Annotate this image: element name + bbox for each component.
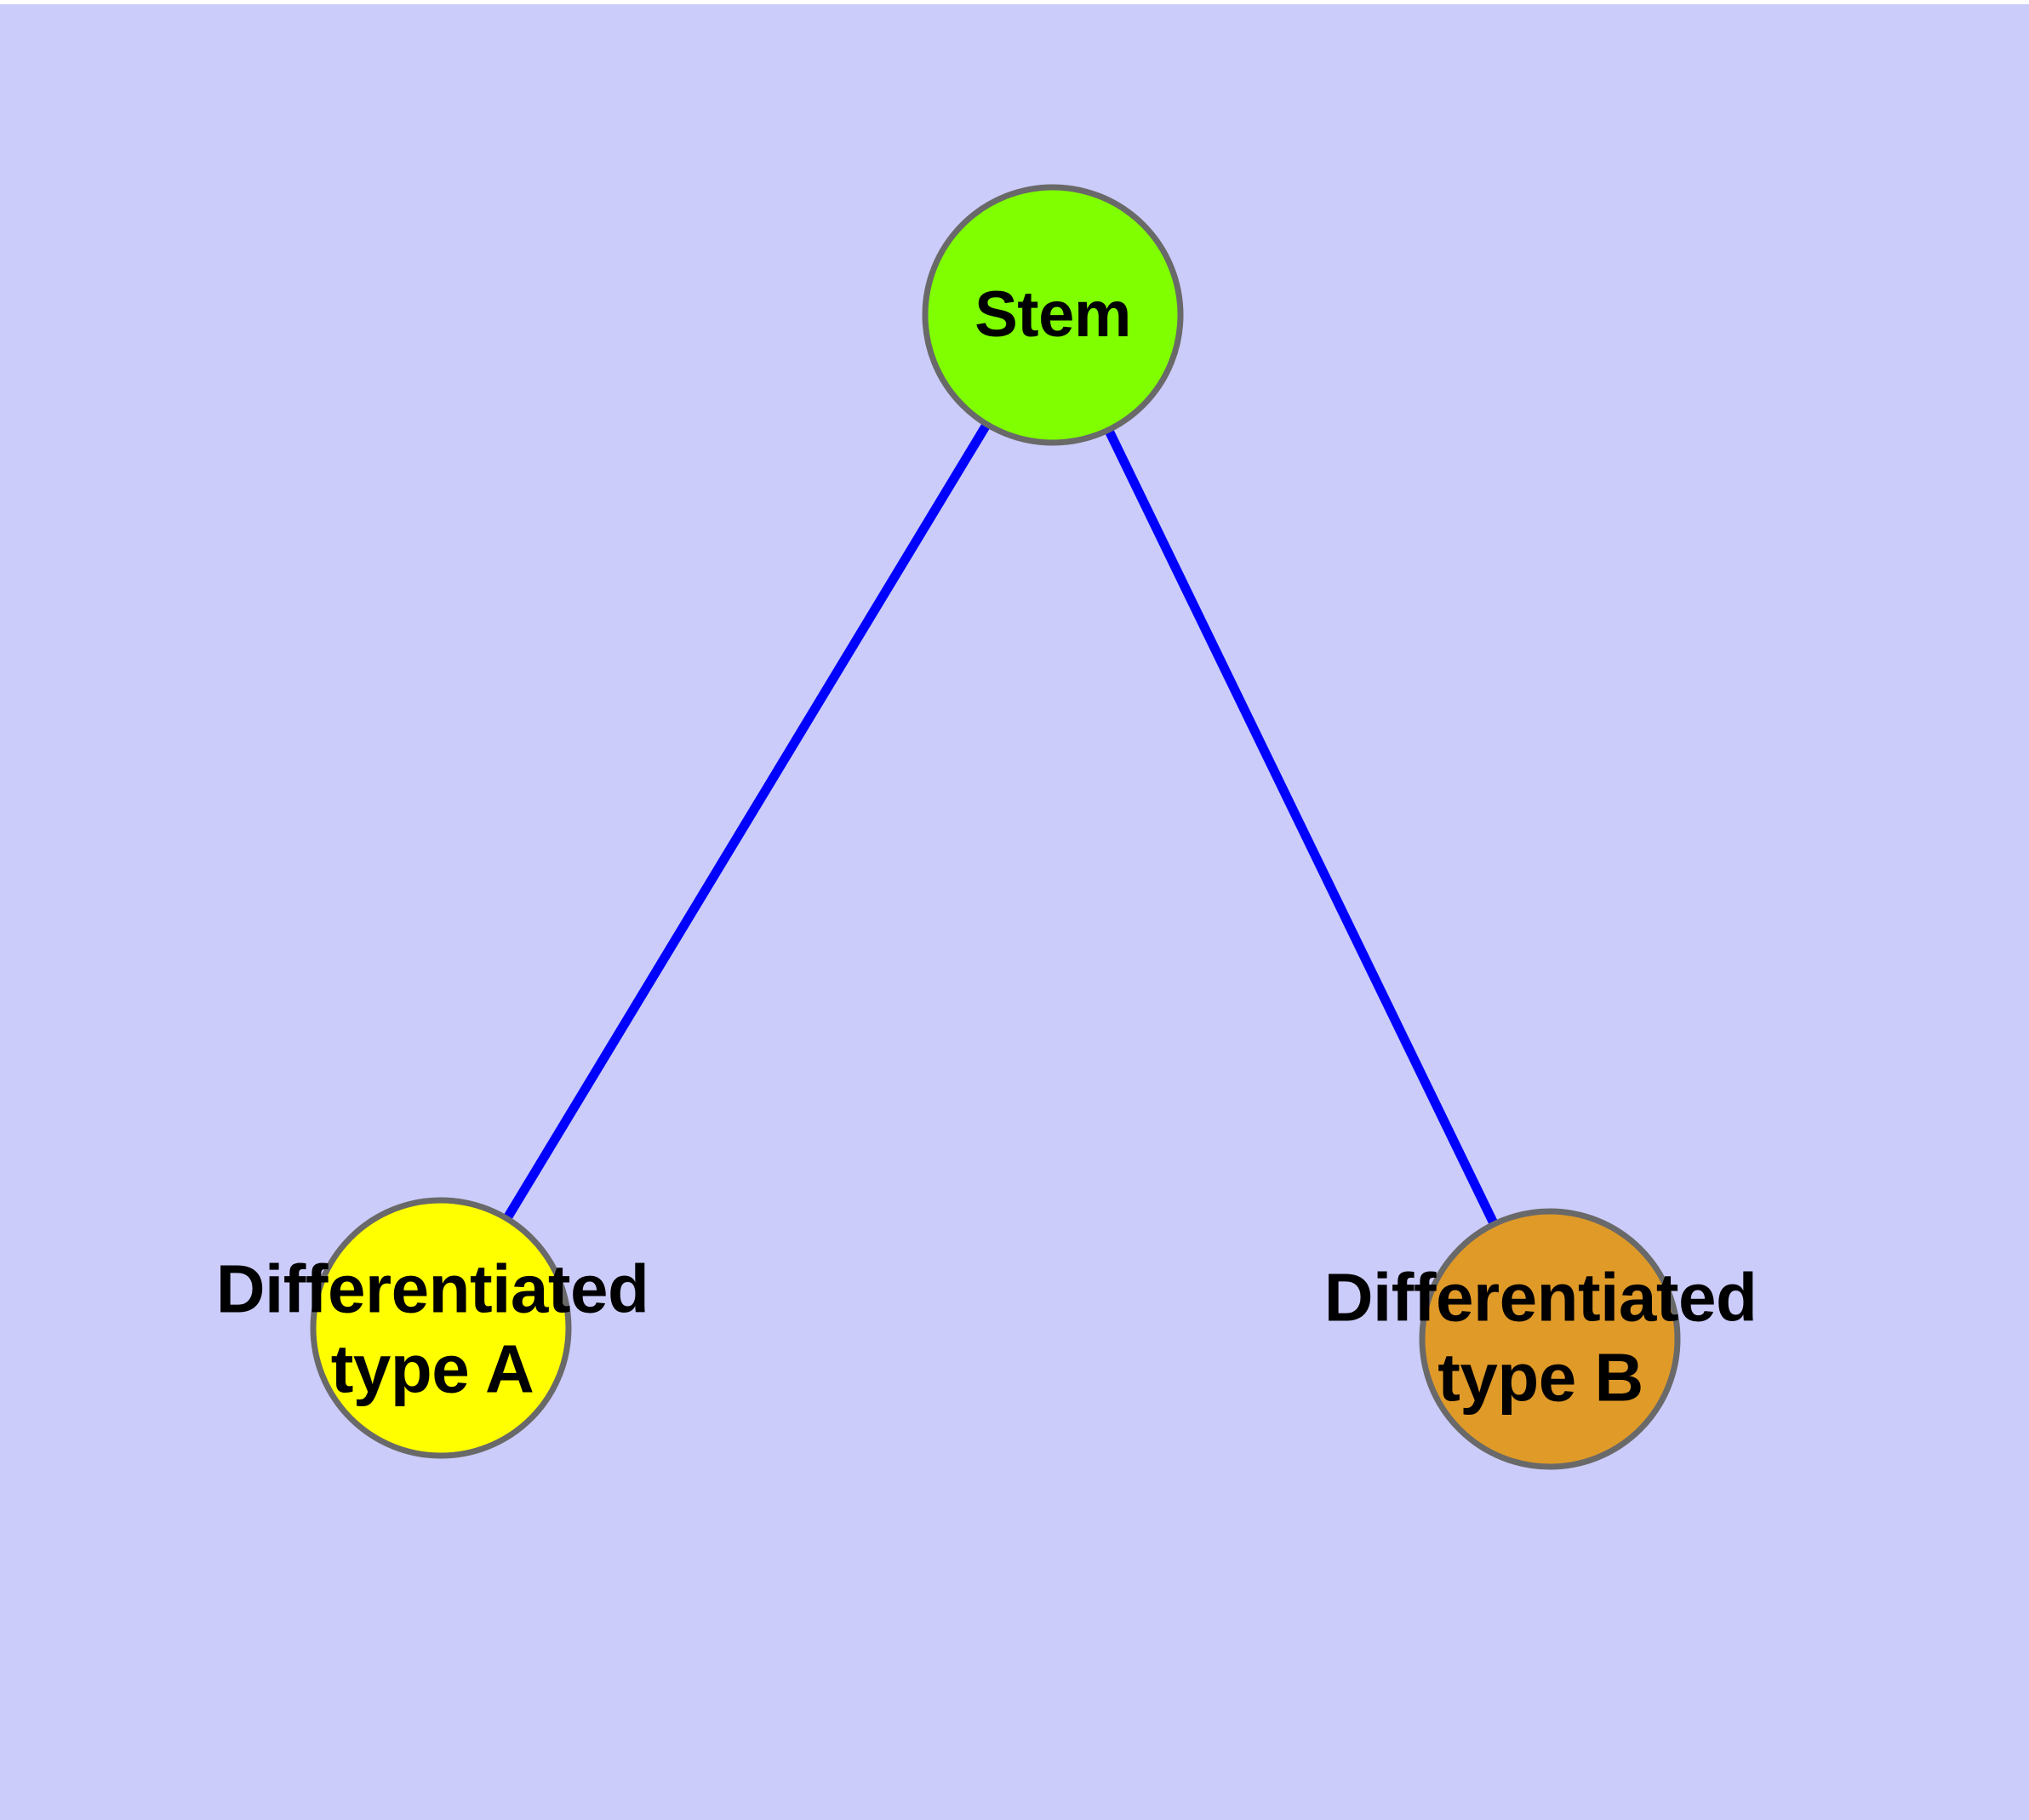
node-layer xyxy=(310,184,1681,1470)
edge-stem-to-differentiated-type-a xyxy=(437,312,1057,1331)
node-circle-differentiated-type-a[interactable] xyxy=(310,1197,572,1459)
edge-stem-to-differentiated-type-b xyxy=(1049,312,1554,1342)
node-circle-differentiated-type-b[interactable] xyxy=(1419,1208,1681,1470)
node-circle-stem[interactable] xyxy=(922,184,1184,446)
edge-layer xyxy=(437,312,1554,1342)
